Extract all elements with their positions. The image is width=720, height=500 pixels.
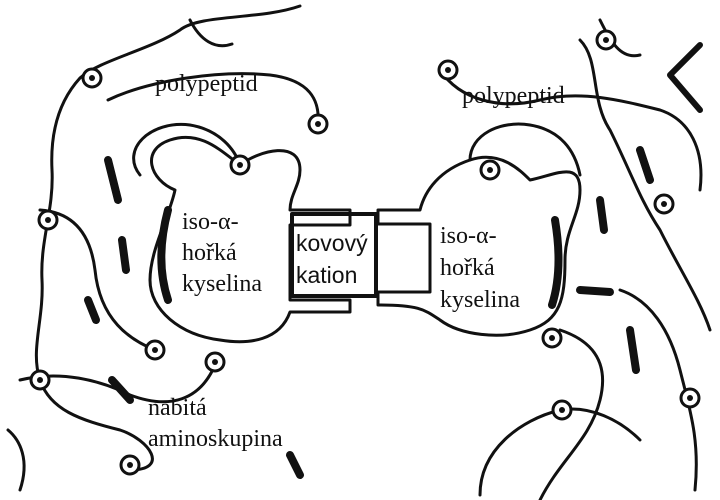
acid-label-right-line2: hořká: [440, 256, 495, 280]
shade-left-4: [112, 380, 130, 400]
amino-group-dot: [549, 335, 555, 341]
amino-group-dot: [315, 121, 321, 127]
shade-bottom: [290, 455, 300, 475]
shade-right-1: [580, 290, 610, 292]
shade-right-3: [600, 200, 604, 230]
amino-group-dot: [559, 407, 565, 413]
amino-group-dot: [445, 67, 451, 73]
shade-left-acid: [161, 210, 168, 300]
acid-label-left-line2: hořká: [182, 241, 237, 265]
amino-group-dot: [687, 395, 693, 401]
amino-group-dot: [45, 217, 51, 223]
shade-left-1: [108, 160, 118, 200]
right-chain-lower: [540, 330, 603, 500]
cation-label-line1: kovový: [296, 232, 368, 255]
cation-label-line2: kation: [296, 264, 357, 287]
amino-group-dot: [152, 347, 158, 353]
amino-group-dot: [212, 359, 218, 365]
acid-label-right-line3: kyselina: [440, 288, 520, 312]
right-chain-bottom: [480, 409, 640, 495]
shade-left-3: [88, 300, 96, 320]
amino-group-dot: [127, 462, 133, 468]
amino-group-dot: [237, 162, 243, 168]
amino-group-dot: [487, 167, 493, 173]
left-chain-segment: [40, 210, 155, 350]
shade-right-2: [630, 330, 636, 370]
acid-label-left-line1: iso-α-: [182, 210, 239, 234]
left-bottom-branch: [8, 430, 24, 490]
right-chain-outer: [580, 40, 710, 330]
shade-right-4: [640, 150, 650, 180]
amino-label-line2: aminoskupina: [148, 427, 283, 451]
amino-group-dot: [661, 201, 667, 207]
shade-right-acid: [552, 220, 558, 305]
polypeptide-label-left: polypeptid: [155, 72, 258, 96]
right-arrow-shape: [670, 45, 700, 110]
amino-group-dot: [89, 75, 95, 81]
left-acid-loop: [134, 124, 240, 175]
acid-label-left-line3: kyselina: [182, 272, 262, 296]
amino-group-dot: [603, 37, 609, 43]
polypeptide-label-right: polypeptid: [462, 84, 565, 108]
amino-group-dot: [37, 377, 43, 383]
amino-label-line1: nabitá: [148, 396, 207, 420]
acid-label-right-line1: iso-α-: [440, 224, 497, 248]
shade-left-2: [122, 240, 126, 270]
